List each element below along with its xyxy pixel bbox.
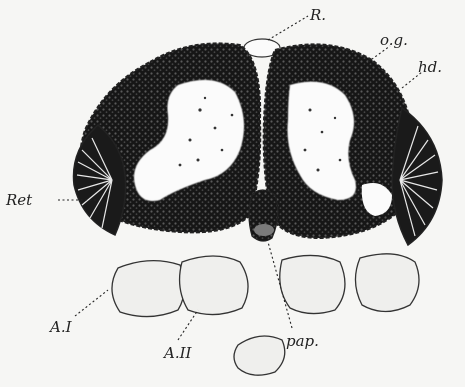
cell-right-2 (355, 254, 419, 312)
cell-a1 (112, 261, 185, 317)
label-pap: pap. (286, 332, 319, 350)
label-r: R. (309, 6, 326, 24)
lower-cells (112, 254, 419, 375)
cell-a2 (180, 256, 248, 315)
right-ganglion (264, 44, 414, 238)
label-a2: A.II (162, 344, 193, 362)
label-a1: A.I (48, 318, 73, 336)
label-og: o.g. (380, 31, 408, 49)
label-ret: Ret (5, 191, 33, 209)
label-hd: hd. (418, 58, 442, 76)
cell-right-1 (280, 255, 345, 313)
cell-bottom (234, 336, 285, 375)
papilla (249, 190, 278, 241)
right-retina (392, 108, 442, 245)
